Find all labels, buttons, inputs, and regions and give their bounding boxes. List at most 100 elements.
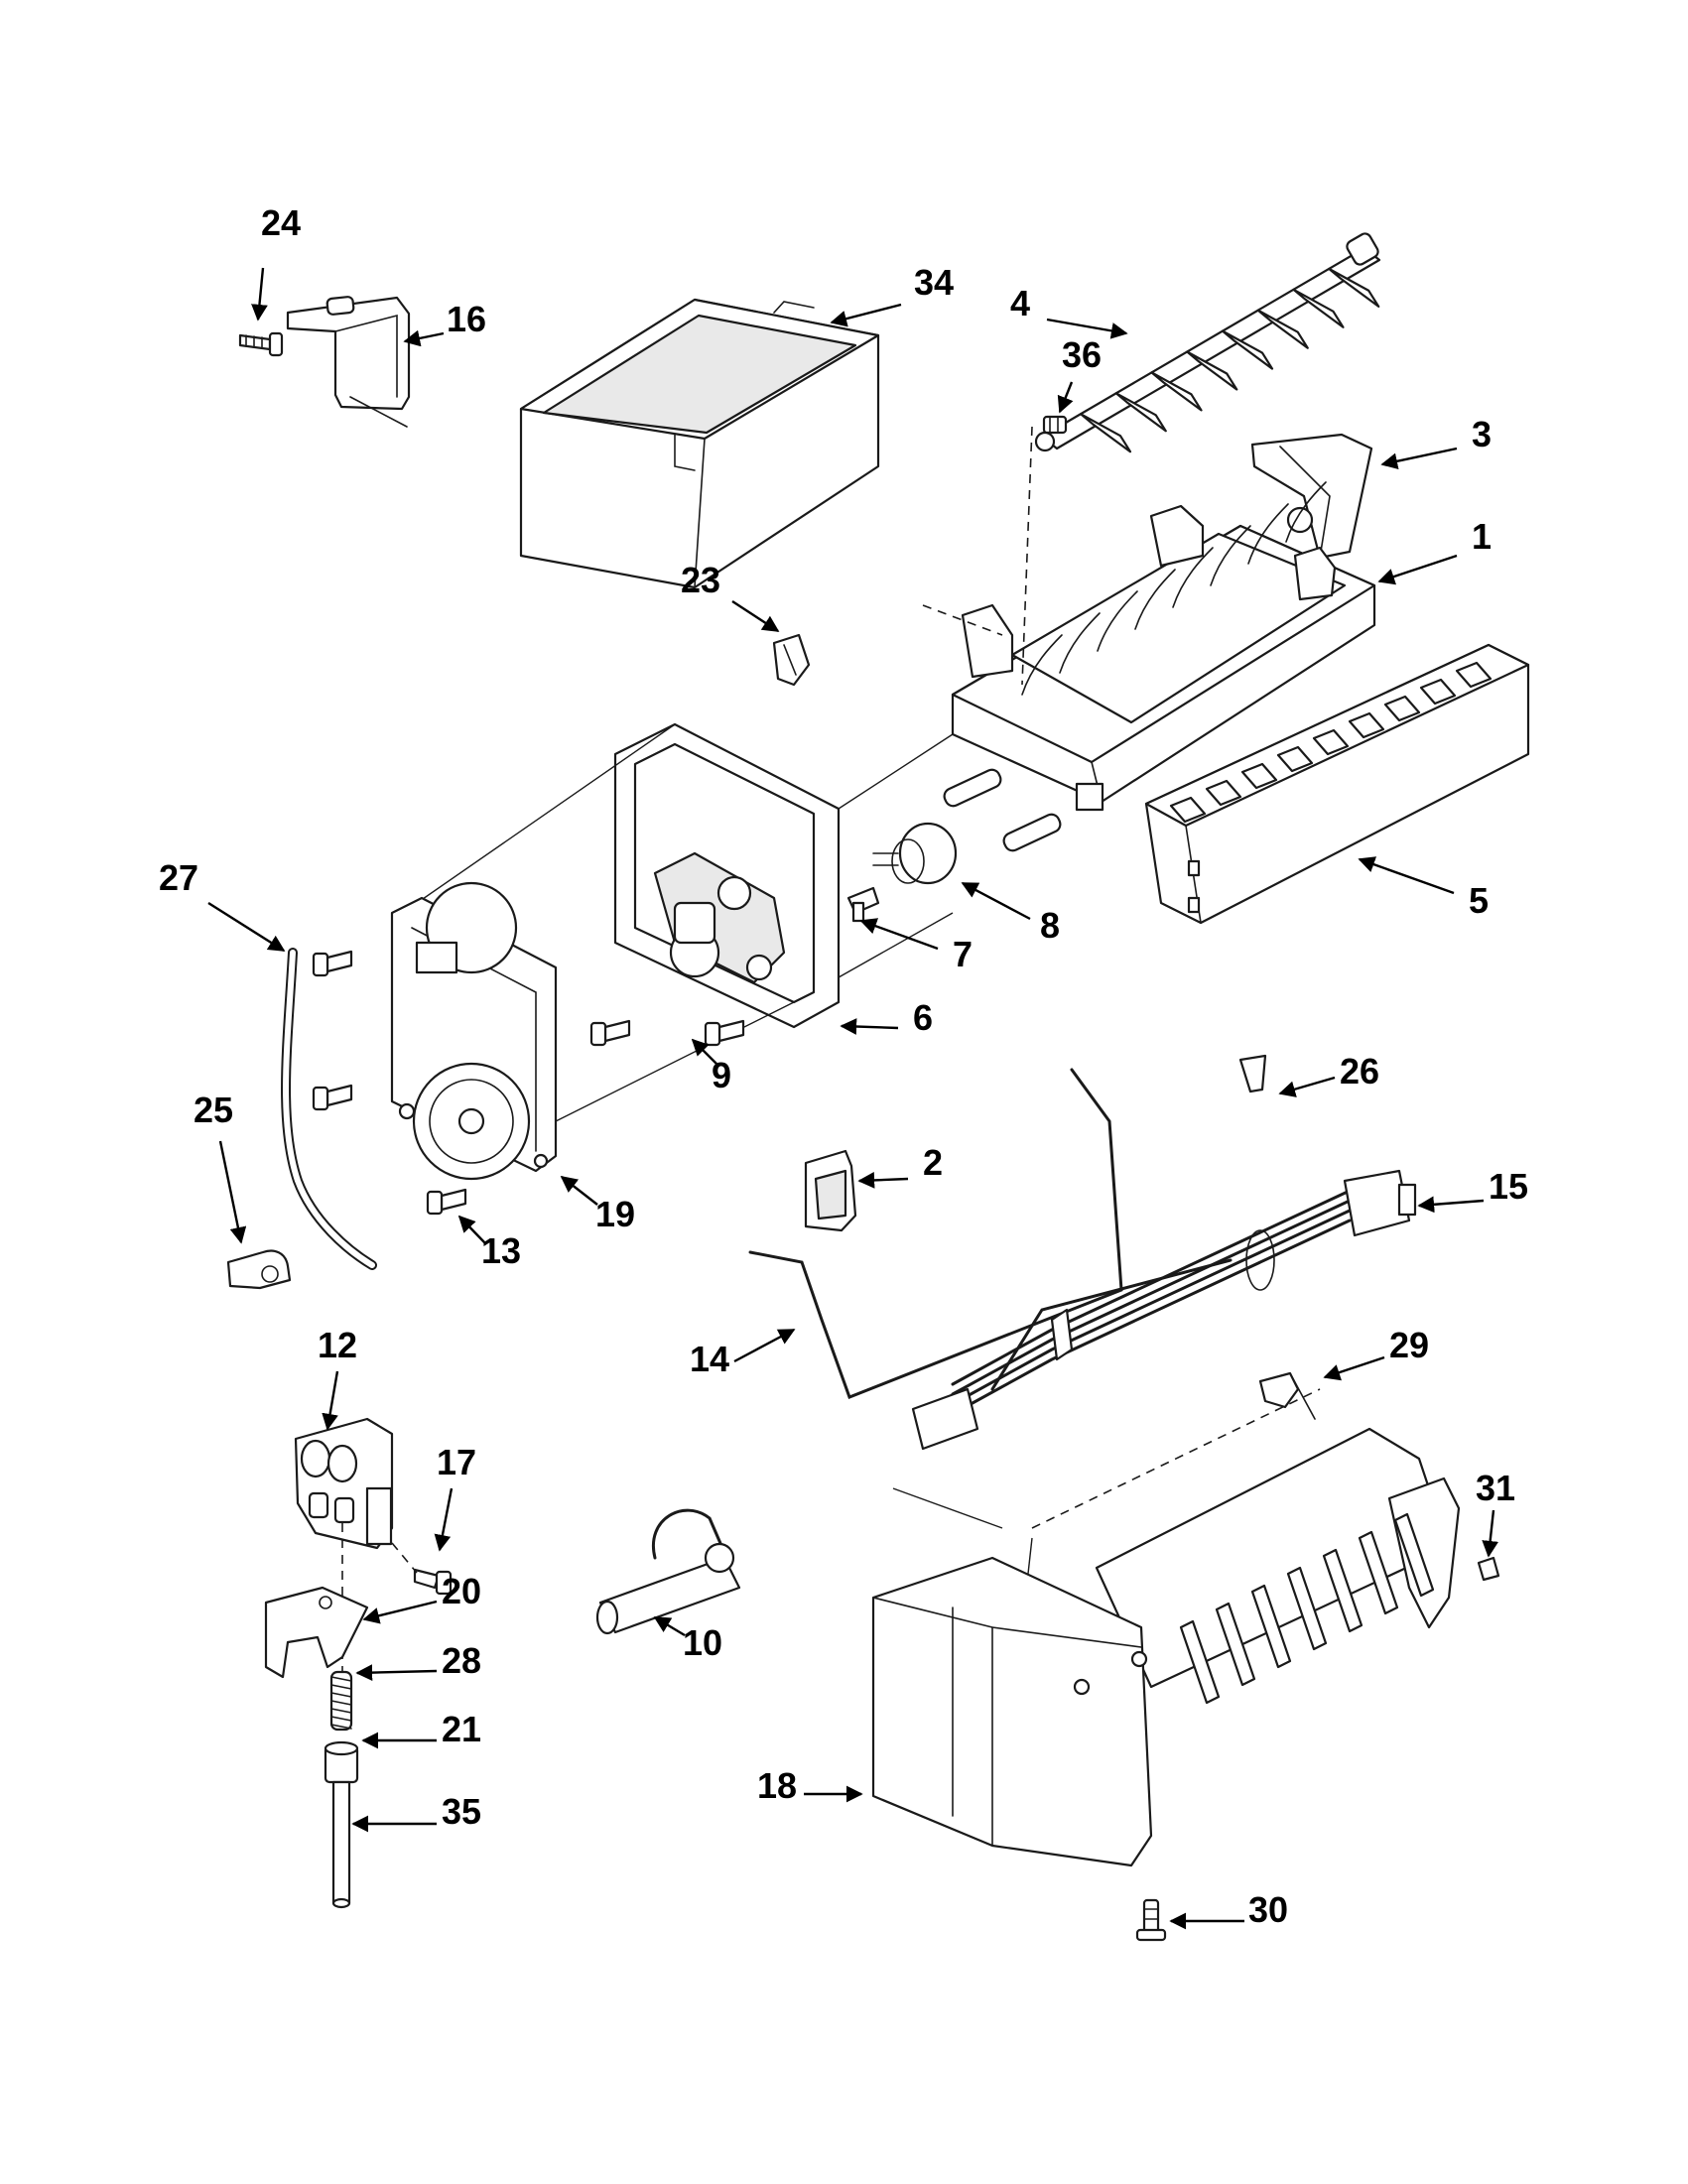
unit-blade [1358, 1530, 1399, 1615]
callout-label-12: 12 [318, 1325, 357, 1365]
part-34-ice-bin [519, 298, 880, 589]
callout-label-25: 25 [194, 1090, 233, 1130]
leader-arrow [653, 1615, 686, 1637]
leader-arrow [1057, 381, 1074, 414]
mold-rib [1210, 525, 1251, 586]
part-17-screw [413, 1568, 453, 1596]
spring-coil [330, 1708, 352, 1714]
part-13-screw [426, 1188, 467, 1216]
ejector-blade [1256, 309, 1309, 349]
callout-label-26: 26 [1340, 1051, 1379, 1092]
part-19-motor-plate [390, 881, 558, 1181]
leader-arrow [207, 901, 286, 953]
leader-arrow [1323, 1355, 1385, 1381]
leader-arrow [1417, 1196, 1485, 1214]
ejector-blade [1292, 288, 1345, 328]
leader-arrow [1380, 447, 1458, 470]
unit-blade [1322, 1548, 1363, 1633]
unit-blade [1250, 1584, 1292, 1669]
leader-arrow [457, 1215, 487, 1245]
leader-arrow [1358, 856, 1455, 895]
unit-blade [1393, 1512, 1435, 1598]
leader-arrow [961, 881, 1031, 921]
leader-arrow [733, 1328, 796, 1363]
callout-label-6: 6 [913, 997, 933, 1038]
callout-label-28: 28 [442, 1640, 481, 1681]
callout-label-36: 36 [1062, 334, 1102, 375]
callout-label-24: 24 [261, 202, 301, 243]
cover-tooth [1205, 779, 1242, 807]
unit-blade [1215, 1602, 1256, 1687]
mold-rib [1097, 590, 1138, 652]
leader-arrow [355, 1664, 438, 1682]
callout-label-30: 30 [1248, 1889, 1288, 1930]
part-30-screw [1135, 1898, 1167, 1942]
cover-tooth [1276, 745, 1314, 773]
callout-label-16: 16 [447, 299, 486, 339]
cover-tooth [1312, 728, 1350, 756]
part-27-fill-tube [281, 948, 377, 1270]
part-31-bearing [1477, 1556, 1500, 1582]
part-7-pin [846, 886, 880, 923]
part-4-ejector [1034, 232, 1381, 453]
callout-label-1: 1 [1472, 516, 1492, 557]
spring-coil [330, 1676, 352, 1682]
callout-label-19: 19 [595, 1194, 635, 1234]
callout-label-8: 8 [1040, 905, 1060, 946]
ejector-blade [1150, 371, 1203, 412]
leader-arrow [1046, 318, 1128, 339]
part-12-water-valve [294, 1417, 394, 1550]
spring-coil [330, 1692, 352, 1698]
callout-label-18: 18 [757, 1765, 797, 1806]
spring-coil [330, 1716, 352, 1722]
leader-arrow [830, 303, 902, 327]
part-21-nut [324, 1740, 359, 1784]
leader-arrow [1482, 1509, 1498, 1558]
callout-label-17: 17 [437, 1442, 476, 1482]
heater-pins [943, 768, 1062, 852]
callout-label-27: 27 [159, 857, 198, 898]
callout-label-34: 34 [914, 262, 954, 303]
part-14-arm [748, 1068, 1123, 1399]
part-36-screw [1042, 415, 1068, 435]
leader-arrow [218, 1140, 247, 1244]
leader-arrow [859, 918, 939, 951]
part-8-thermostat [872, 822, 958, 885]
cover-tooth [1240, 762, 1278, 790]
cover-tooth [1348, 711, 1385, 739]
callout-label-29: 29 [1389, 1325, 1429, 1365]
callout-label-10: 10 [683, 1622, 722, 1663]
unit-blade [1286, 1566, 1328, 1651]
leader-arrow [560, 1175, 598, 1206]
leader-arrow [691, 1038, 717, 1065]
leader-arrow [322, 1370, 339, 1431]
callout-label-35: 35 [442, 1791, 481, 1832]
mold-rib [1172, 547, 1214, 608]
callout-label-31: 31 [1476, 1468, 1515, 1508]
leader-arrow [434, 1487, 454, 1552]
part-2-shield [804, 1149, 857, 1232]
cover-tooth [1455, 661, 1493, 689]
spring-coil [330, 1724, 352, 1730]
part-18-front-cover [871, 1556, 1153, 1867]
ejector-blade [1186, 350, 1238, 391]
part-24-screw [238, 331, 284, 357]
part-6-housing [613, 722, 841, 1029]
callout-label-5: 5 [1469, 880, 1489, 921]
ejector-blade [1221, 329, 1274, 370]
part-10-fill-cup [595, 1508, 741, 1635]
leader-arrow [857, 1171, 909, 1189]
spring-coil [330, 1684, 352, 1690]
mold-rib [1247, 503, 1289, 565]
callout-label-2: 2 [923, 1142, 943, 1183]
part-25-clamp [226, 1249, 292, 1290]
ejector-blade [1114, 392, 1167, 433]
callout-label-13: 13 [481, 1230, 521, 1271]
mold-rib [1285, 481, 1327, 543]
callout-label-7: 7 [953, 934, 973, 974]
callout-label-3: 3 [1472, 414, 1492, 454]
part-15-harness [911, 1169, 1417, 1451]
part-35-tube [331, 1780, 351, 1909]
